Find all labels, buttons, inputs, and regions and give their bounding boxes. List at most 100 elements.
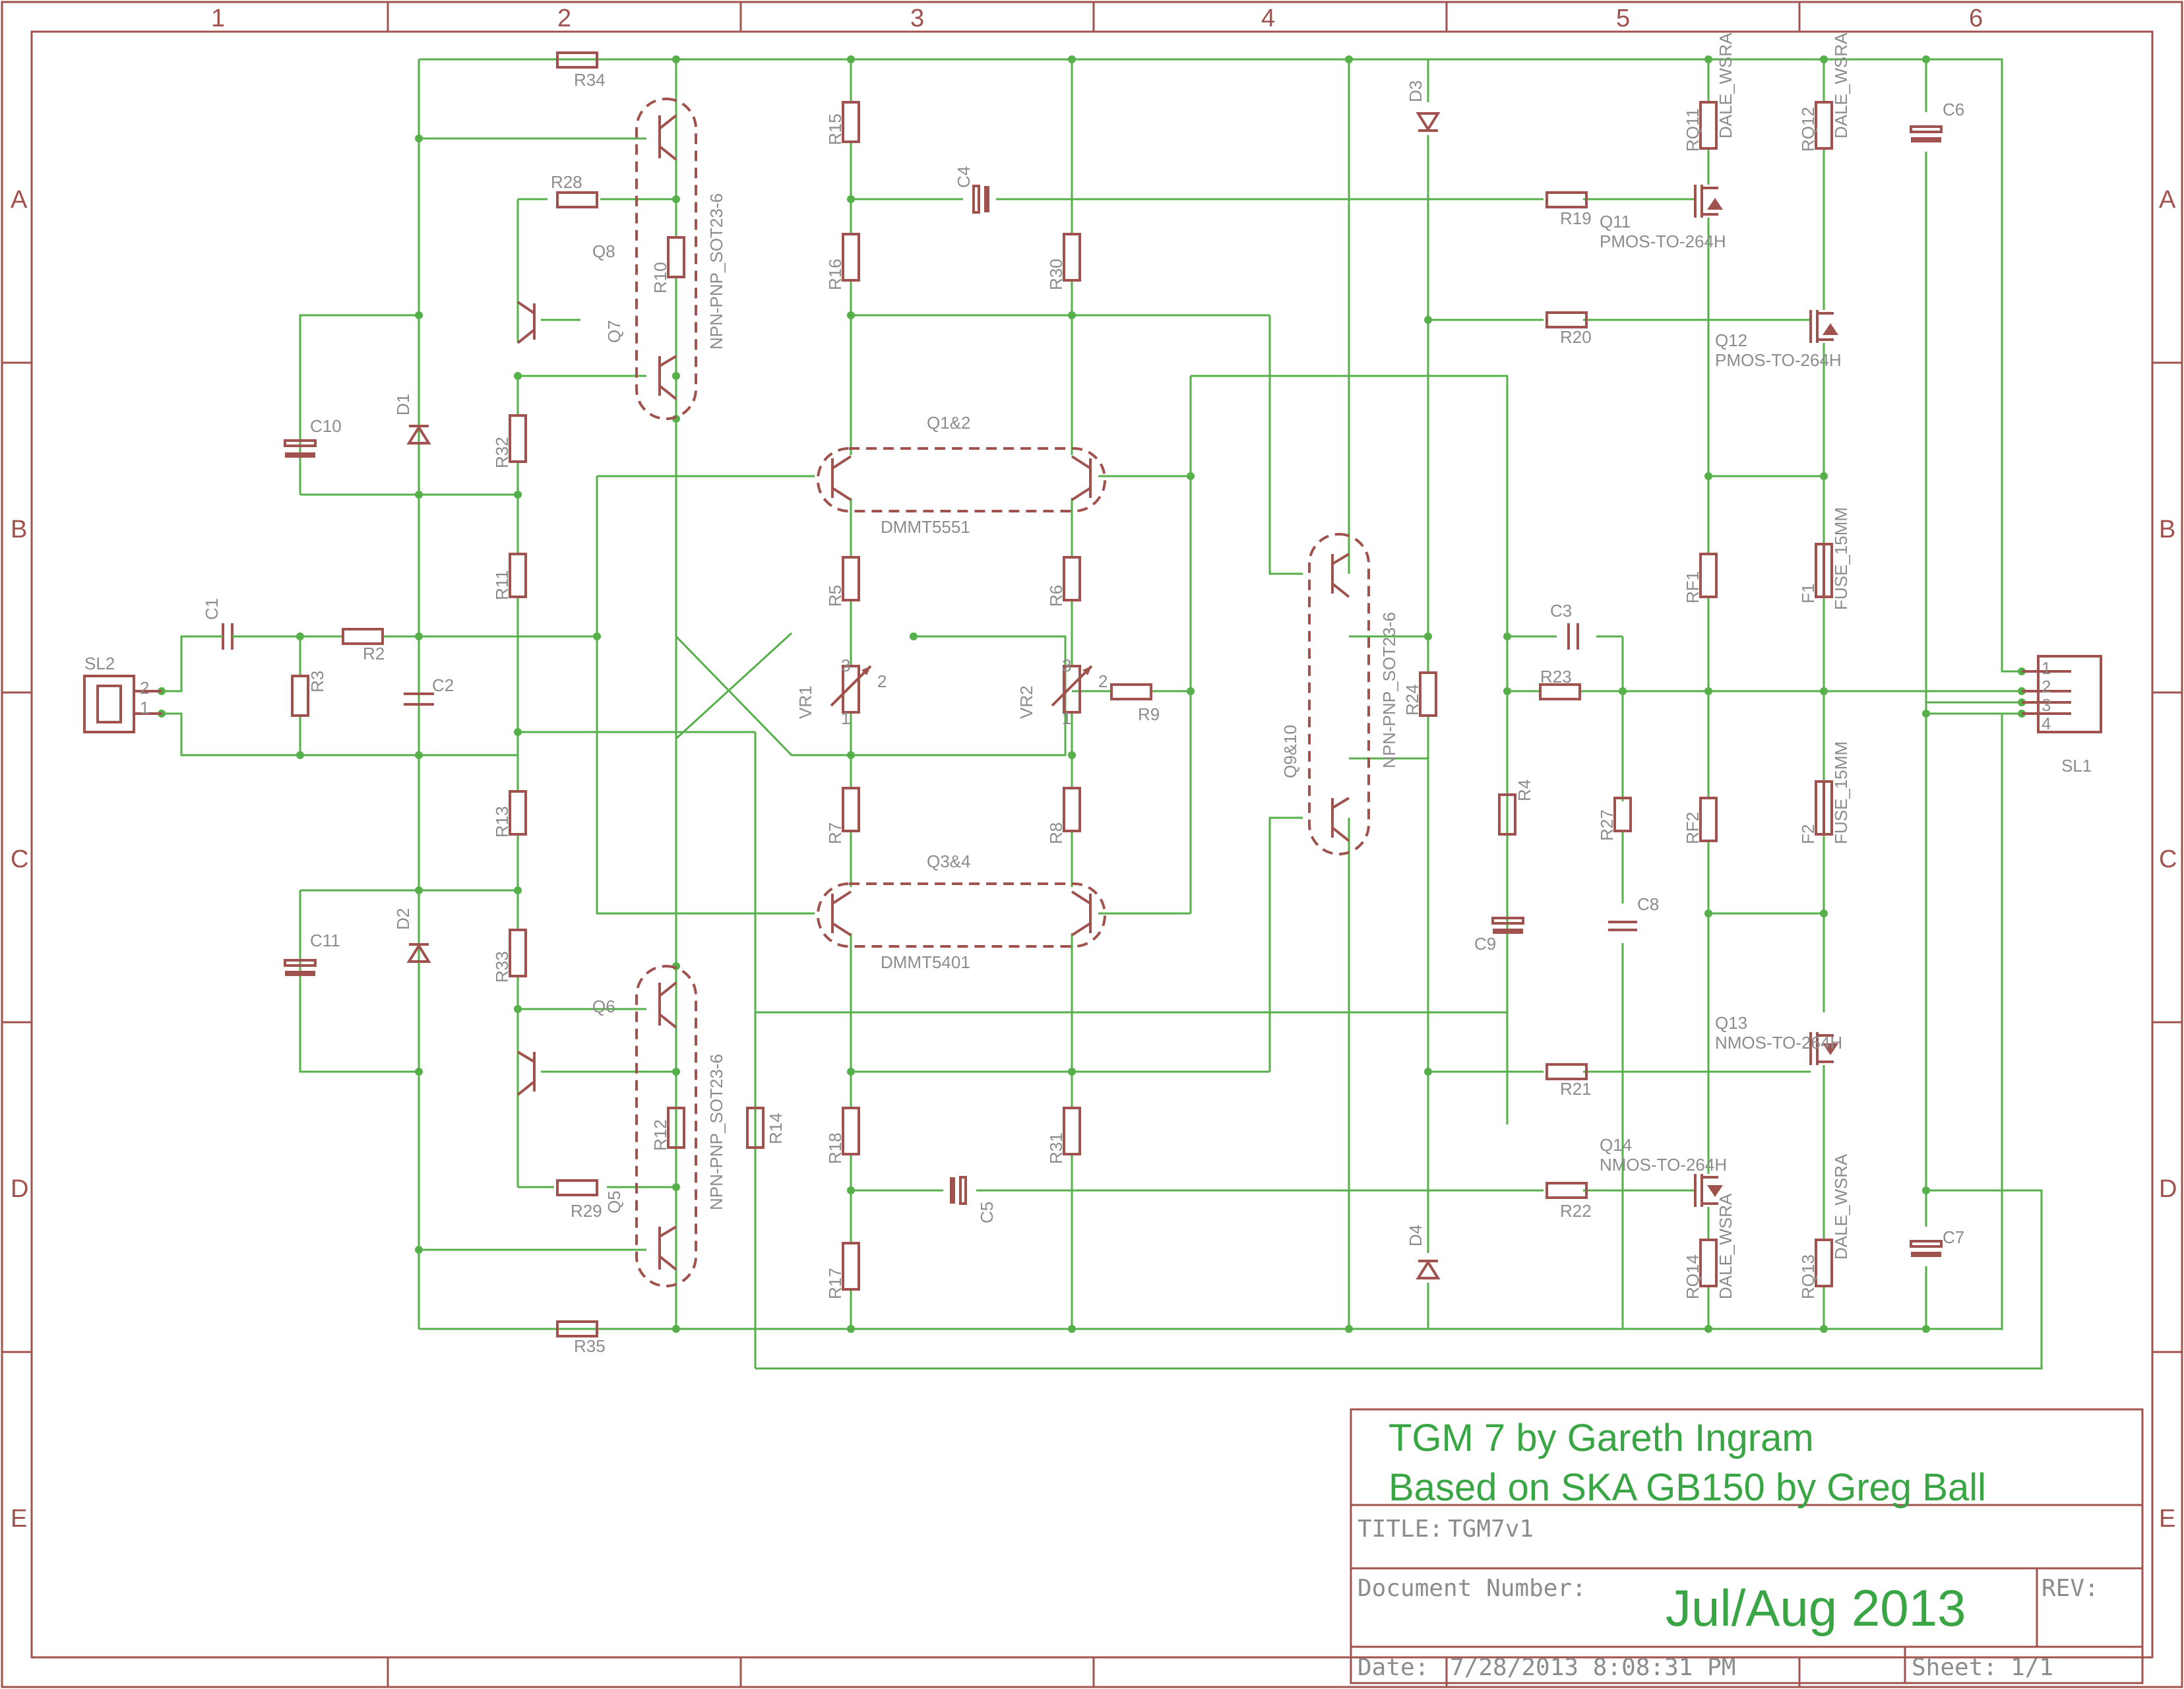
label-q7: Q7 xyxy=(604,320,624,343)
label-d2: D2 xyxy=(393,908,413,930)
label-r30: R30 xyxy=(1046,259,1066,290)
label-r34: R34 xyxy=(574,70,606,90)
label-c3: C3 xyxy=(1550,601,1572,621)
label-q12-part: PMOS-TO-264H xyxy=(1715,350,1842,370)
label-rq13: RQ13 xyxy=(1798,1254,1818,1299)
row-c-right: C xyxy=(2159,845,2177,873)
title-label: TITLE: xyxy=(1357,1516,1443,1543)
label-r35: R35 xyxy=(574,1336,606,1356)
label-c8: C8 xyxy=(1637,894,1659,914)
label-q9q10-title: Q9&10 xyxy=(1280,725,1300,778)
document-number-value: Jul/Aug 2013 xyxy=(1666,1579,1966,1637)
label-sl2-pin1: 1 xyxy=(140,698,149,718)
label-r15: R15 xyxy=(825,113,845,145)
label-vr1-pin2: 2 xyxy=(877,671,887,691)
label-q3q4-title: Q3&4 xyxy=(927,851,971,871)
label-vr1: VR1 xyxy=(796,685,815,719)
label-r3: R3 xyxy=(307,671,327,692)
label-q1q2-part: DMMT5551 xyxy=(881,517,970,537)
label-r12: R12 xyxy=(650,1119,670,1151)
label-r23: R23 xyxy=(1540,667,1572,687)
label-q1q2-title: Q1&2 xyxy=(927,413,971,433)
row-e-left: E xyxy=(11,1505,27,1533)
label-vr1-pin1: 1 xyxy=(841,708,850,728)
label-r6: R6 xyxy=(1046,585,1066,607)
title-value: TGM7v1 xyxy=(1448,1516,1534,1543)
label-r7: R7 xyxy=(825,822,845,844)
resistor-bodies xyxy=(291,101,1833,1291)
label-r20: R20 xyxy=(1560,327,1592,347)
label-vr2-pin3: 3 xyxy=(1062,656,1071,675)
label-r21: R21 xyxy=(1560,1079,1592,1099)
rev-label: REV: xyxy=(2042,1575,2099,1602)
label-vr2-pin2: 2 xyxy=(1098,671,1108,691)
label-d3: D3 xyxy=(1406,80,1425,102)
label-rq11-part: DALE_WSRA xyxy=(1716,32,1735,138)
date-label: Date: xyxy=(1357,1654,1429,1681)
label-r27: R27 xyxy=(1597,809,1617,841)
label-rq11: RQ11 xyxy=(1683,108,1702,152)
col-5-top: 5 xyxy=(1616,5,1630,32)
mosfets xyxy=(1694,185,1838,1207)
label-q5q6-part: NPN-PNP_SOT23-6 xyxy=(706,1054,726,1210)
label-c11: C11 xyxy=(310,931,340,950)
label-d4: D4 xyxy=(1406,1225,1425,1246)
label-q8: Q8 xyxy=(592,241,615,261)
label-rq12-part: DALE_WSRA xyxy=(1831,32,1851,138)
label-r29: R29 xyxy=(571,1201,602,1221)
label-q8q7-part: NPN-PNP_SOT23-6 xyxy=(706,193,726,350)
wires xyxy=(162,58,2043,1370)
label-sl2: SL2 xyxy=(84,654,115,673)
label-r32: R32 xyxy=(492,437,512,468)
label-r5: R5 xyxy=(825,585,845,607)
label-r31: R31 xyxy=(1046,1132,1066,1164)
label-r4: R4 xyxy=(1514,780,1534,801)
label-f2: F2 xyxy=(1798,824,1818,844)
capacitors xyxy=(214,125,1943,1257)
row-c-left: C xyxy=(11,845,28,873)
title-block: TGM 7 by Gareth Ingram Based on SKA GB15… xyxy=(1350,1408,2144,1684)
label-sl1-pin2: 2 xyxy=(2042,677,2051,696)
label-sl1-pin4: 4 xyxy=(2042,714,2051,733)
label-q3q4-part: DMMT5401 xyxy=(881,952,970,972)
label-rq14-part: DALE_WSRA xyxy=(1716,1193,1735,1299)
component-labels: R34 R28 Q8 Q7 R10 NPN-PNP_SOT23-6 R32 C1… xyxy=(84,32,2092,1356)
transistor-groups xyxy=(516,98,1370,1287)
label-fuse1: FUSE_15MM xyxy=(1831,507,1851,610)
row-d-left: D xyxy=(11,1175,28,1203)
label-c7: C7 xyxy=(1943,1227,1964,1247)
column-markers: 1 2 3 4 5 6 xyxy=(211,5,1983,32)
label-vr2-pin1: 1 xyxy=(1062,708,1071,728)
col-3-top: 3 xyxy=(910,5,924,32)
label-r16: R16 xyxy=(825,259,845,290)
label-c9: C9 xyxy=(1474,934,1496,954)
label-r11: R11 xyxy=(492,570,512,600)
label-sl2-pin2: 2 xyxy=(140,678,149,698)
label-r28: R28 xyxy=(551,172,582,192)
label-c6: C6 xyxy=(1943,100,1964,119)
title-heading-line1: TGM 7 by Gareth Ingram xyxy=(1388,1417,1814,1459)
label-d1: D1 xyxy=(393,394,413,415)
label-q12: Q12 xyxy=(1715,330,1747,350)
row-b-left: B xyxy=(11,516,27,543)
label-rq13-part: DALE_WSRA xyxy=(1831,1153,1851,1260)
connectors xyxy=(83,655,2102,733)
label-rf1: RF1 xyxy=(1683,571,1702,603)
row-markers: A A B B C C D D E E xyxy=(11,186,2177,1533)
label-q14-part: NMOS-TO-264H xyxy=(1600,1155,1727,1175)
col-1-top: 1 xyxy=(211,5,225,32)
row-e-right: E xyxy=(2159,1505,2175,1533)
label-c1: C1 xyxy=(202,598,222,620)
label-rq14: RQ14 xyxy=(1683,1254,1702,1299)
label-sl1-pin3: 3 xyxy=(2042,695,2051,715)
potentiometers xyxy=(830,665,1093,714)
row-a-left: A xyxy=(11,186,28,214)
label-r2: R2 xyxy=(363,644,385,663)
label-r8: R8 xyxy=(1046,822,1066,844)
date-value: 7/28/2013 8:08:31 PM xyxy=(1450,1654,1735,1681)
label-r22: R22 xyxy=(1560,1201,1592,1221)
label-q5: Q5 xyxy=(604,1190,624,1213)
title-heading-line2: Based on SKA GB150 by Greg Ball xyxy=(1388,1466,1986,1509)
